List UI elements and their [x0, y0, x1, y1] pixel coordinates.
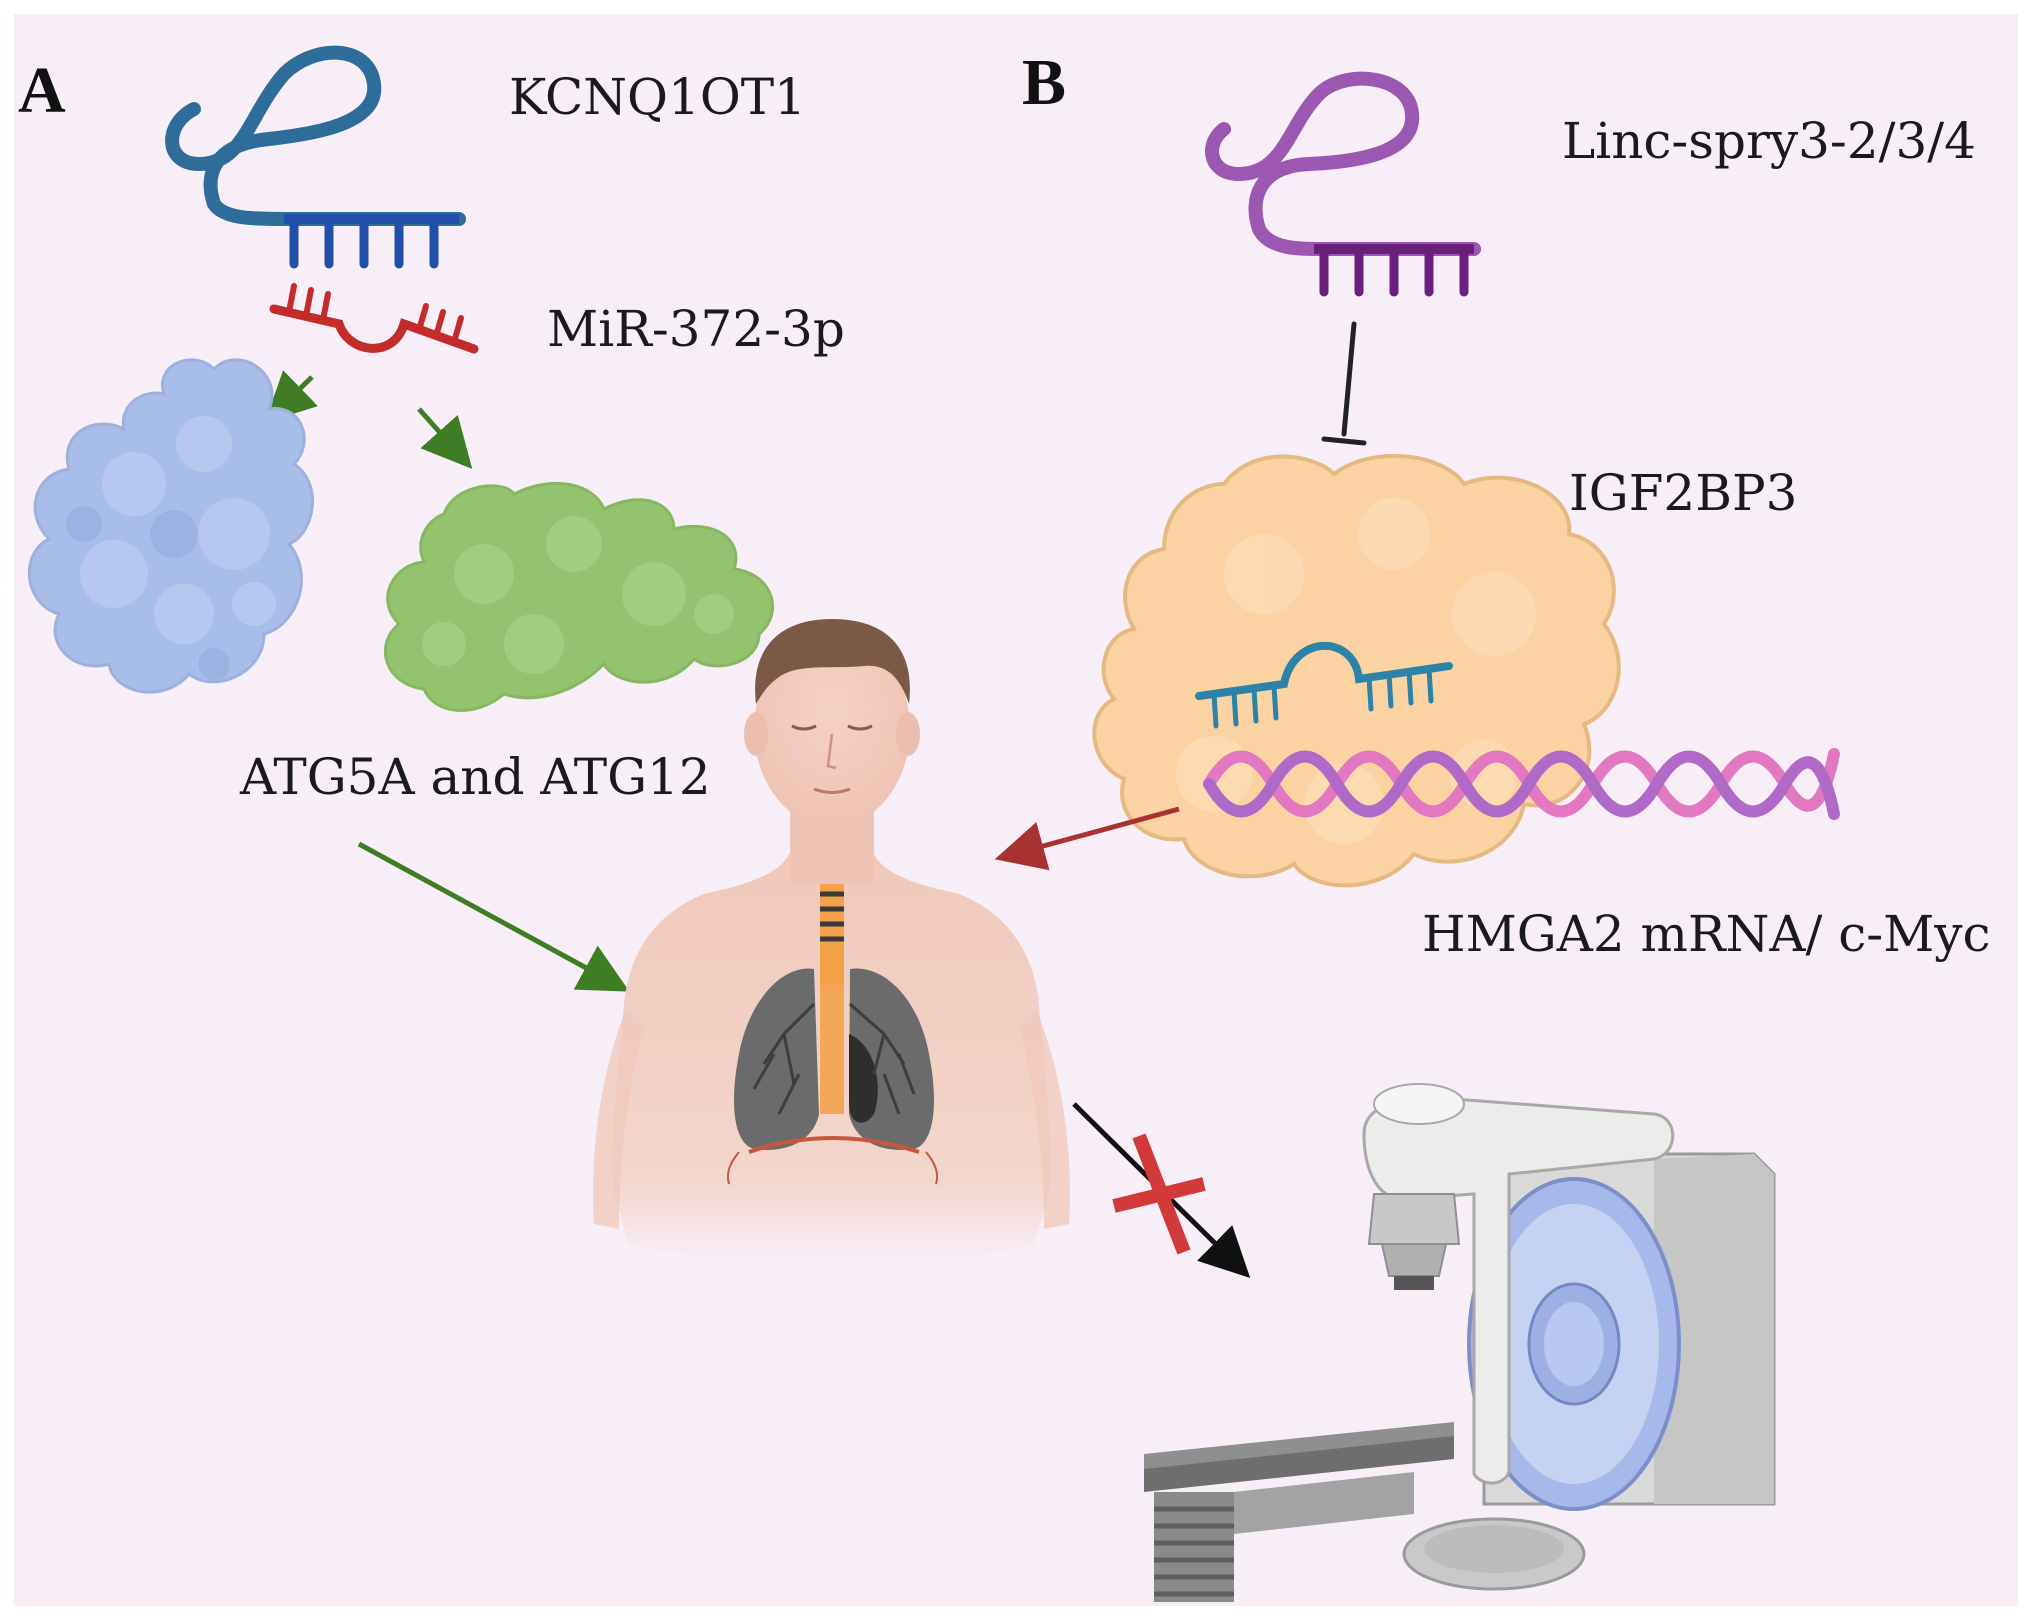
kcnq1ot1-rna-icon [165, 45, 466, 269]
atg12-protein-icon [383, 481, 775, 712]
mrna-in-protein-icon [1195, 641, 1453, 729]
mir-372-3p-icon [269, 283, 479, 354]
label-igf2bp3: IGF2BP3 [1569, 464, 1798, 522]
arrow-igf2bp3-to-patient [994, 806, 1180, 871]
linc-spry3-rna-icon [1205, 71, 1481, 297]
panel-b-letter: B [1022, 46, 1067, 119]
radiotherapy-machine-icon [1144, 1083, 1776, 1602]
panel-a-letter: A [18, 54, 66, 127]
figure-panel: A B KCNQ1OT1 MiR-372-3p ATG5A and ATG12 … [14, 14, 2018, 1606]
diagram-canvas [27, 45, 1840, 1602]
inhibition-bar-icon [1321, 321, 1367, 446]
dna-helix-icon [1203, 748, 1840, 820]
label-mir-372-3p: MiR-372-3p [547, 300, 845, 358]
label-kcnq1ot1: KCNQ1OT1 [509, 68, 806, 126]
label-atg5a-atg12: ATG5A and ATG12 [240, 748, 711, 806]
label-hmga2-cmyc: HMGA2 mRNA/ c-Myc [1422, 905, 1991, 963]
arrow-to-atg12 [417, 407, 473, 469]
human-body-lungs-icon [593, 619, 1070, 1259]
arrow-to-atg5a [264, 370, 318, 423]
arrow-atg-to-patient [357, 841, 630, 992]
atg5a-protein-icon [27, 358, 314, 694]
label-linc-spry3: Linc-spry3-2/3/4 [1562, 112, 1976, 170]
block-cross-icon [1112, 1133, 1206, 1255]
